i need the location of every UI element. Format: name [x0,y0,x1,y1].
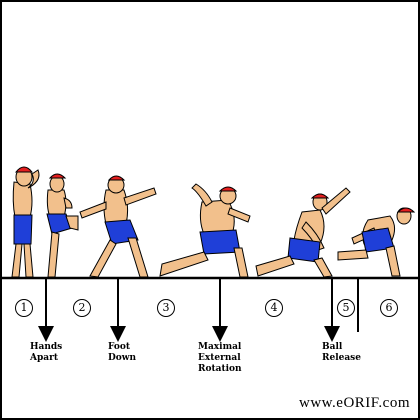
event-label-foot-down: Foot Down [108,342,137,363]
event-label-max-external-rotation: Maximal External Rotation [198,342,242,374]
phase-number-3: 3 [157,299,175,317]
pitcher-figure-leg-lift [46,173,79,278]
phase-number-5: 5 [337,299,355,317]
pitcher-figure-acceleration [255,187,351,278]
phase-number-2: 2 [73,299,91,317]
event-label-ball-release: Ball Release [322,342,361,363]
phase-number-4: 4 [265,299,283,317]
phase-number-6: 6 [380,299,398,317]
pitcher-figure-stride [79,175,157,278]
pitcher-figure-follow-through [337,207,416,277]
event-label-hands-apart: Hands Apart [30,342,63,363]
site-watermark: www.eORIF.com [299,395,410,411]
pitcher-figure-arm-cocking [159,183,251,278]
phase-number-1: 1 [15,299,33,317]
pitcher-figure-windup [11,166,40,278]
